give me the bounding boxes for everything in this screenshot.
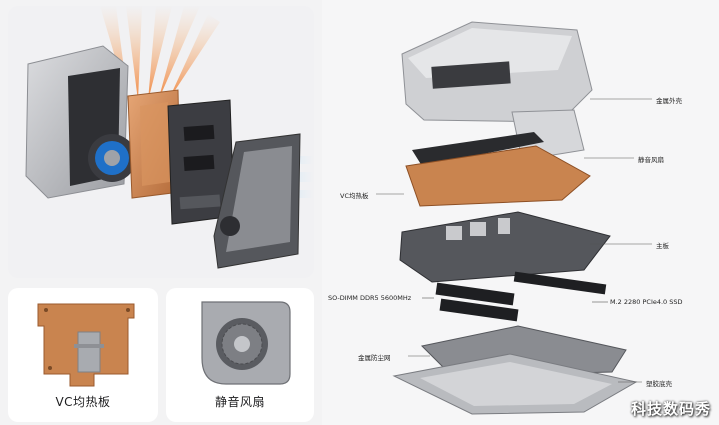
- callout-metal-shell: 金属外壳: [656, 97, 682, 105]
- exploded-diagram-illustration: [376, 21, 652, 415]
- vc-layer: [405, 132, 591, 207]
- bottom-mesh: [213, 133, 301, 269]
- callout-motherboard: 主板: [656, 242, 669, 250]
- bottom-shell-layer: [392, 353, 638, 415]
- leader-lines: [376, 98, 652, 383]
- fan: [88, 134, 136, 182]
- motherboard-layer: [399, 211, 611, 283]
- fan-card-title: 静音风扇: [214, 395, 265, 409]
- callout-silent-fan: 静音风扇: [638, 156, 664, 164]
- callout-ram: SO-DIMM DDR5 5600MHz: [328, 294, 412, 302]
- motherboard: [167, 99, 235, 225]
- callout-dust-mesh: 金属防尘网: [358, 354, 391, 362]
- metal-shell-layer: [401, 21, 593, 123]
- vc-chamber-card: VC均热板: [8, 288, 158, 422]
- hero-exploded-view: [8, 6, 314, 278]
- callout-vc-chamber: VC均热板: [340, 192, 369, 200]
- hero-illustration: [25, 6, 314, 269]
- ram-ssd-layer: [435, 271, 607, 322]
- exploded-diagram: 金属外壳 静音风扇 VC均热板 主板 SO-DIMM DDR5 5600MHz …: [322, 0, 719, 425]
- fan-illustration: [201, 301, 291, 385]
- vc-card-title: VC均热板: [55, 395, 111, 409]
- watermark: 科技数码秀: [630, 400, 711, 418]
- callout-ssd: M.2 2280 PCIe4.0 SSD: [610, 298, 683, 306]
- vapor-chamber: [127, 89, 181, 199]
- fan-card: 静音风扇: [166, 288, 314, 422]
- callout-bottom-shell: 塑胶底壳: [646, 380, 672, 388]
- heat-rays: [100, 6, 220, 101]
- vc-chamber-illustration: [37, 303, 135, 387]
